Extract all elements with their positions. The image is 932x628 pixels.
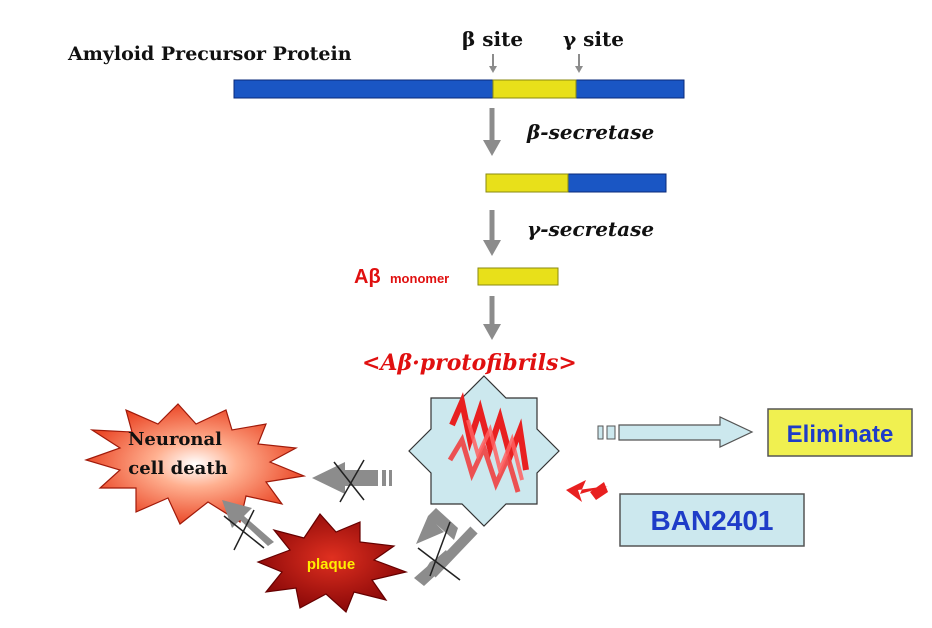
title-label: Amyloid Precursor Protein (67, 43, 352, 65)
binding-arrow-icon (566, 480, 608, 502)
block-x-neuronal-b (339, 459, 365, 503)
block-x-plaque-a (417, 547, 461, 581)
app-protein-bar (233, 79, 685, 99)
plaque-burst (256, 513, 409, 614)
aggregation-arrowhead-icon (483, 324, 501, 340)
fibril-zigzag-3 (466, 419, 524, 481)
gamma-site-label: γ site (563, 27, 624, 51)
eliminate-arrow-dash-2 (606, 425, 616, 440)
blocked-arrow-neuronal-gap2 (386, 470, 389, 486)
gamma-site-arrowhead-icon (575, 66, 583, 73)
eliminate-arrow-dash-1 (597, 425, 604, 440)
blocked-arrow-neuronal (312, 462, 392, 494)
neuronal-label-line2: cell death (128, 458, 227, 479)
gamma-cleavage-arrowhead-icon (483, 240, 501, 256)
beta-secretase-label: β-secretase (526, 120, 654, 144)
beta-cleavage-arrowhead-icon (483, 140, 501, 156)
neuronal-label-line1: Neuronal (128, 429, 222, 450)
binding-arrow-tail (590, 482, 608, 500)
abeta-monomer-bar (477, 267, 559, 286)
c99-abeta-segment (485, 173, 569, 193)
fibril-zigzag-2 (447, 433, 521, 493)
ban2401-label: BAN2401 (651, 505, 774, 536)
blocked-arrow-neuronal-gap1 (378, 470, 382, 486)
app-abeta-segment (492, 79, 577, 99)
eliminate-box (767, 408, 913, 457)
beta-site-label: β site (462, 27, 523, 51)
block-x-neuronal-a (333, 461, 365, 501)
beta-site-arrowhead-icon (489, 66, 497, 73)
eliminate-label: Eliminate (787, 421, 894, 448)
plaque-label: plaque (307, 556, 355, 573)
protofibrils-label: <Aβ·protofibrils> (362, 350, 577, 376)
block-x-plaque-b (429, 521, 451, 577)
block-x-plaque-neuronal-b (233, 509, 255, 551)
block-x-plaque-neuronal-a (223, 515, 265, 549)
gamma-secretase-label: γ-secretase (527, 217, 654, 241)
fibril-zigzag-1 (449, 392, 529, 471)
eliminate-arrow (618, 416, 754, 448)
neuronal-death-starburst (84, 403, 307, 525)
ban2401-box (619, 493, 805, 547)
abeta-monomer-suffix: monomer (390, 271, 449, 286)
blocked-arrow-plaque (416, 508, 458, 544)
abeta-monomer-prefix: Aβ (354, 266, 381, 288)
